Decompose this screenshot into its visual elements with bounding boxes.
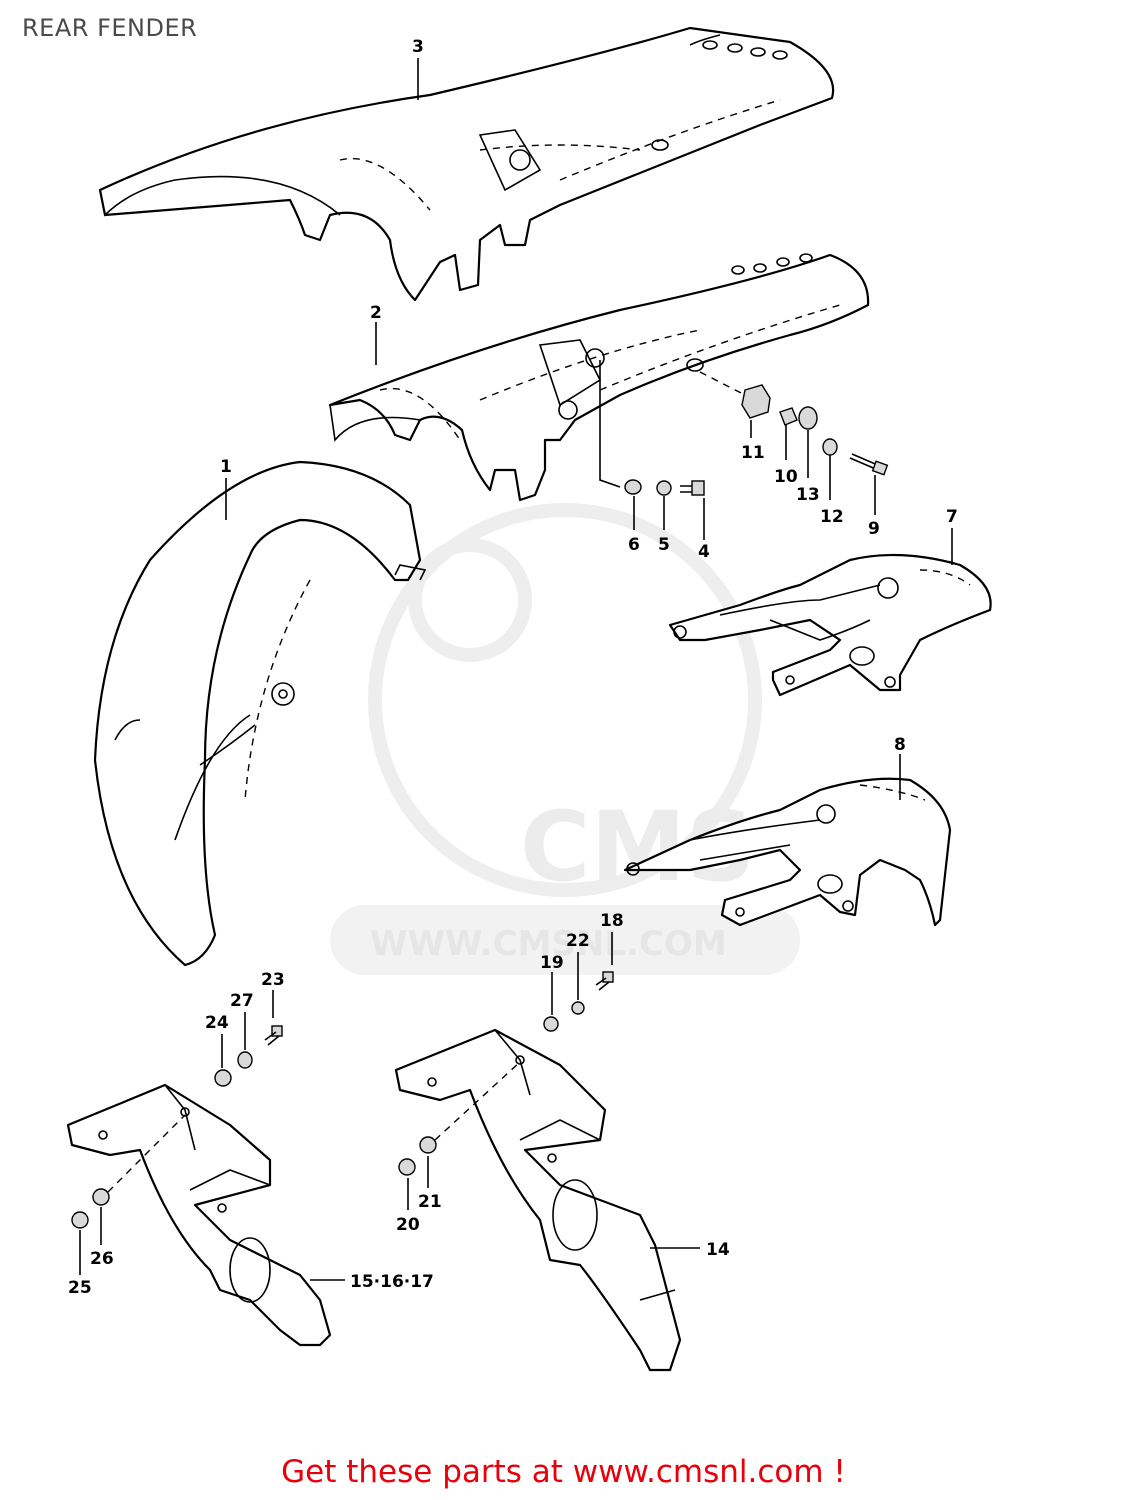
callout-13: 13: [796, 485, 820, 505]
part-15-16-17-side-stay: [66, 1083, 332, 1347]
callout-2: 2: [370, 303, 382, 323]
callout-9: 9: [868, 519, 880, 539]
callouts: 3 2 1 11 10 13 12 9 6 5 4 7 8 18 22 19 2…: [68, 37, 958, 1298]
callout-24: 24: [205, 1013, 229, 1033]
callout-11: 11: [741, 443, 765, 463]
leader-lines: [79, 58, 953, 1281]
callout-21: 21: [418, 1192, 442, 1212]
callout-18: 18: [600, 911, 624, 931]
callout-19: 19: [540, 953, 564, 973]
callout-22: 22: [566, 931, 590, 951]
callout-15-16-17: 15·16·17: [350, 1272, 434, 1292]
part-3-fender-cover: [98, 26, 835, 302]
callout-20: 20: [396, 1215, 420, 1235]
callout-14: 14: [706, 1240, 730, 1260]
callout-27: 27: [230, 991, 254, 1011]
part-1-rear-fender: [93, 460, 427, 967]
callout-10: 10: [774, 467, 798, 487]
part-14-side-stay: [394, 1028, 682, 1372]
callout-3: 3: [412, 37, 424, 57]
callout-5: 5: [658, 535, 670, 555]
callout-4: 4: [698, 542, 710, 562]
callout-12: 12: [820, 507, 844, 527]
callout-26: 26: [90, 1249, 114, 1269]
callout-7: 7: [946, 507, 958, 527]
hardware: [71, 384, 889, 1229]
callout-25: 25: [68, 1278, 92, 1298]
part-8-bracket: [623, 777, 952, 927]
page-title: REAR FENDER: [22, 14, 198, 42]
callout-23: 23: [261, 970, 285, 990]
part-2-fender-cover: [328, 253, 870, 502]
watermark-url: WWW.CMSNL.COM: [370, 924, 727, 964]
callout-8: 8: [894, 735, 906, 755]
footer-link[interactable]: Get these parts at www.cmsnl.com !: [281, 1454, 846, 1490]
callout-6: 6: [628, 535, 640, 555]
callout-1: 1: [220, 457, 232, 477]
part-7-bracket: [668, 553, 992, 697]
